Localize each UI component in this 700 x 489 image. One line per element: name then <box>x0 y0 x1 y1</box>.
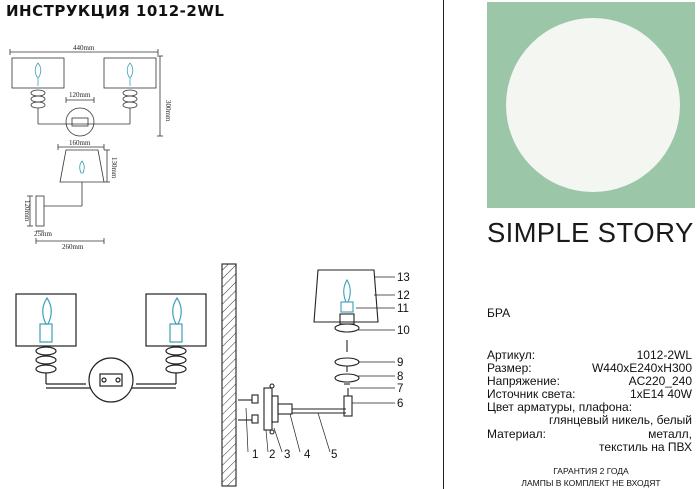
brand-logo-circle <box>506 18 680 192</box>
page-title: ИНСТРУКЦИЯ 1012-2WL <box>6 2 225 20</box>
vertical-divider <box>443 0 445 489</box>
dim-projection: 260mm <box>62 243 84 251</box>
spec-value: глянцевый никель, белый <box>549 413 692 427</box>
callout-8: 8 <box>397 371 403 383</box>
callout-5: 5 <box>331 449 337 461</box>
dim-wall-height: 120mm <box>23 200 31 222</box>
callout-13: 13 <box>397 272 410 284</box>
callout-3: 3 <box>284 449 290 461</box>
callout-10: 10 <box>397 325 410 337</box>
callout-12: 12 <box>397 290 410 302</box>
side-view-dimensions <box>27 144 110 244</box>
callout-leaders <box>245 276 395 453</box>
front-view-dimensions <box>9 49 163 137</box>
callout-6: 6 <box>397 398 403 410</box>
spec-label: Материал: <box>487 427 546 441</box>
spec-value: металл, <box>648 427 692 441</box>
dim-plate-width: 120mm <box>69 91 91 99</box>
spec-label: Источник света: <box>487 387 576 401</box>
spec-value: 1xE14 40W <box>629 387 692 401</box>
brand-name-part1: SIMPLE <box>487 217 590 248</box>
spec-value: 1012-2WL <box>636 348 692 362</box>
callout-7: 7 <box>397 383 403 395</box>
spec-label: Цвет арматуры, плафона: <box>487 400 633 414</box>
callout-9: 9 <box>397 357 403 369</box>
brand-name-part2: STORY <box>597 217 694 248</box>
brand-name: SIMPLE STORY <box>487 217 695 249</box>
front-view-drawing <box>15 293 207 403</box>
warranty-note: ЛАМПЫ В КОМПЛЕКТ НЕ ВХОДЯТ <box>521 478 661 488</box>
warranty-text: ГАРАНТИЯ 2 ГОДА <box>553 466 629 476</box>
exploded-side-view <box>221 263 379 487</box>
spec-value: текстиль на ПВХ <box>599 440 692 454</box>
spec-label: Размер: <box>487 361 532 375</box>
spec-label: Артикул: <box>487 348 536 362</box>
callout-2: 2 <box>269 449 275 461</box>
callout-11: 11 <box>397 303 409 315</box>
spec-value: W440xE240xH300 <box>591 361 692 375</box>
spec-value: AC220_240 <box>628 374 692 388</box>
dim-shade-width: 160mm <box>69 139 91 147</box>
technical-drawings: 440mm 300mm 120mm 160mm 130mm 120mm 25mm… <box>9 44 410 487</box>
callout-4: 4 <box>304 449 311 461</box>
product-type: БРА <box>487 306 511 320</box>
dim-shade-height: 130mm <box>110 157 118 179</box>
dim-width-total: 440mm <box>73 44 95 52</box>
dim-height-total: 300mm <box>164 100 172 122</box>
callout-1: 1 <box>252 449 258 461</box>
spec-label: Напряжение: <box>487 374 560 388</box>
dim-plate-depth: 25mm <box>34 230 52 238</box>
